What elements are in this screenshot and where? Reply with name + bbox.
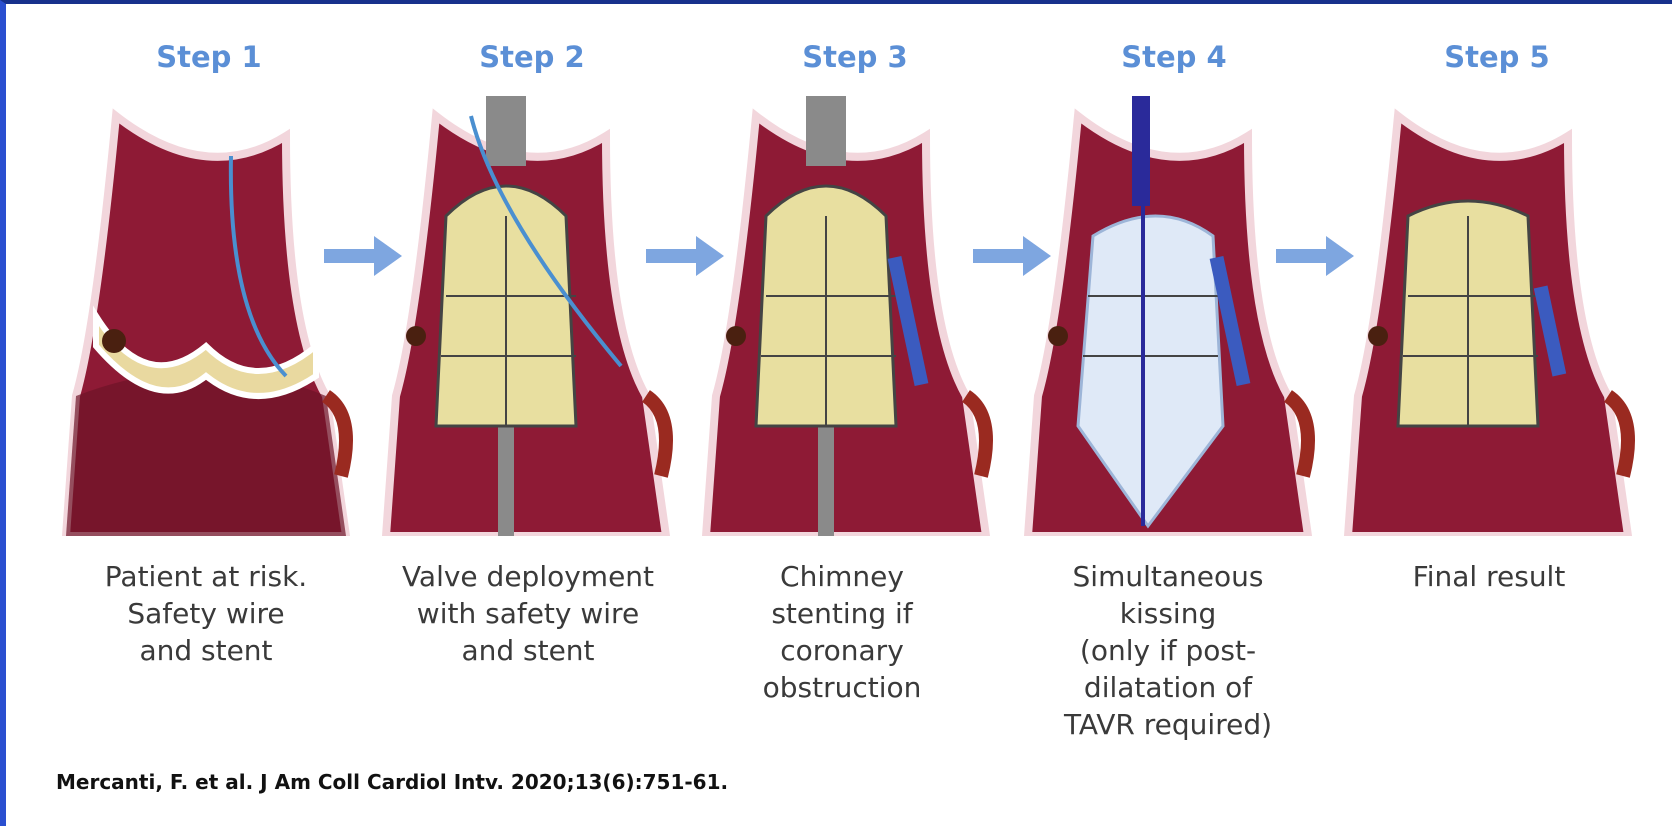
step-1-caption: Patient at risk. Safety wire and stent	[56, 558, 356, 669]
step-5-caption: Final result	[1339, 558, 1639, 595]
step-2-illustration	[376, 96, 681, 536]
step-2-title: Step 2	[432, 40, 632, 74]
step-4-title: Step 4	[1074, 40, 1274, 74]
step-5-illustration	[1338, 96, 1643, 536]
step-5-title: Step 5	[1397, 40, 1597, 74]
step-1-title: Step 1	[109, 40, 309, 74]
step-1-illustration	[56, 96, 361, 536]
citation: Mercanti, F. et al. J Am Coll Cardiol In…	[56, 770, 728, 794]
step-3-title: Step 3	[755, 40, 955, 74]
step-2-caption: Valve deployment with safety wire and st…	[378, 558, 678, 669]
step-3-illustration	[696, 96, 1001, 536]
step-4-caption: Simultaneous kissing (only if post- dila…	[1018, 558, 1318, 743]
step-4-illustration	[1018, 96, 1323, 536]
step-3-caption: Chimney stenting if coronary obstruction	[692, 558, 992, 706]
